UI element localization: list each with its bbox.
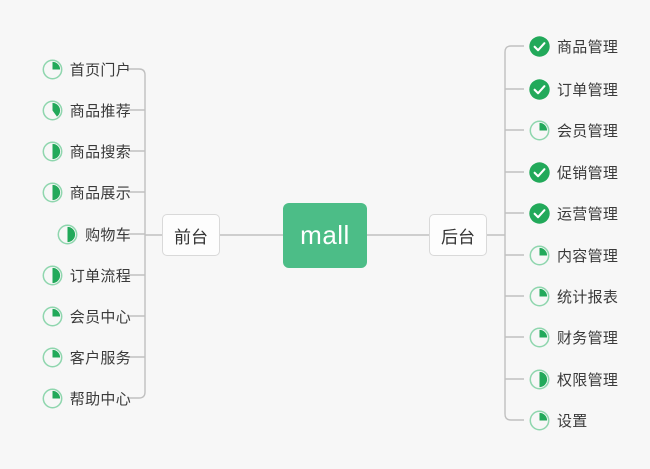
connector-line	[128, 391, 146, 399]
leaf-node[interactable]: 订单流程	[42, 262, 131, 288]
pie-progress-icon	[42, 59, 63, 80]
connector-line	[128, 68, 146, 76]
check-circle-icon	[529, 161, 550, 183]
leaf-node[interactable]: 运营管理	[529, 200, 618, 226]
leaf-node[interactable]: 订单管理	[529, 76, 618, 102]
leaf-node[interactable]: 商品展示	[42, 179, 131, 205]
leaf-node[interactable]: 会员中心	[42, 303, 131, 329]
leaf-node[interactable]: 商品搜索	[42, 138, 131, 164]
leaf-node[interactable]: 统计报表	[529, 283, 618, 309]
pie-progress-icon	[42, 388, 63, 409]
pie-progress-icon	[529, 245, 550, 266]
pie-progress-icon	[42, 182, 63, 203]
leaf-node-label: 商品展示	[69, 184, 131, 202]
pie-progress-icon	[529, 369, 550, 390]
check-circle-icon	[529, 78, 550, 100]
leaf-node[interactable]: 客户服务	[42, 344, 131, 370]
branch-node-backend[interactable]: 后台	[429, 214, 487, 256]
pie-progress-icon	[529, 286, 550, 307]
pie-progress-icon	[529, 410, 550, 431]
leaf-node[interactable]: 设置	[529, 407, 588, 433]
leaf-node-label: 商品管理	[557, 38, 619, 56]
leaf-node[interactable]: 帮助中心	[42, 385, 131, 411]
leaf-node-label: 购物车	[85, 226, 131, 244]
leaf-node-label: 促销管理	[557, 164, 619, 182]
leaf-node-label: 权限管理	[557, 371, 619, 389]
leaf-node-label: 订单流程	[69, 267, 131, 285]
pie-progress-icon	[42, 100, 63, 121]
leaf-node[interactable]: 会员管理	[529, 117, 618, 143]
leaf-node-label: 商品搜索	[69, 143, 131, 161]
connector-line	[504, 413, 524, 421]
pie-progress-icon	[529, 327, 550, 348]
leaf-node-label: 内容管理	[557, 247, 619, 265]
check-circle-icon	[529, 35, 550, 57]
pie-progress-icon	[42, 306, 63, 327]
leaf-node-label: 商品推荐	[69, 102, 131, 120]
leaf-node-label: 会员管理	[557, 122, 619, 140]
pie-progress-icon	[42, 141, 63, 162]
leaf-node[interactable]: 商品推荐	[42, 97, 131, 123]
pie-progress-icon	[42, 347, 63, 368]
leaf-node-label: 订单管理	[557, 81, 619, 99]
leaf-node-label: 首页门户	[69, 61, 131, 79]
leaf-node-label: 运营管理	[557, 205, 619, 223]
leaf-node-label: 客户服务	[69, 349, 131, 367]
leaf-node[interactable]: 内容管理	[529, 242, 618, 268]
check-circle-icon	[529, 202, 550, 224]
leaf-node-label: 会员中心	[69, 308, 131, 326]
pie-progress-icon	[529, 120, 550, 141]
leaf-node[interactable]: 首页门户	[42, 56, 131, 82]
leaf-node[interactable]: 商品管理	[529, 33, 618, 59]
branch-node-frontend[interactable]: 前台	[162, 214, 220, 256]
leaf-node[interactable]: 权限管理	[529, 366, 618, 392]
connector-line	[504, 45, 524, 53]
leaf-node-label: 设置	[557, 412, 588, 430]
center-node-mall[interactable]: mall	[283, 203, 367, 268]
leaf-node[interactable]: 购物车	[57, 221, 131, 247]
leaf-node[interactable]: 财务管理	[529, 324, 618, 350]
leaf-node[interactable]: 促销管理	[529, 159, 618, 185]
leaf-node-label: 统计报表	[557, 288, 619, 306]
leaf-node-label: 财务管理	[557, 329, 619, 347]
pie-progress-icon	[42, 265, 63, 286]
leaf-node-label: 帮助中心	[69, 390, 131, 408]
pie-progress-icon	[57, 224, 78, 245]
